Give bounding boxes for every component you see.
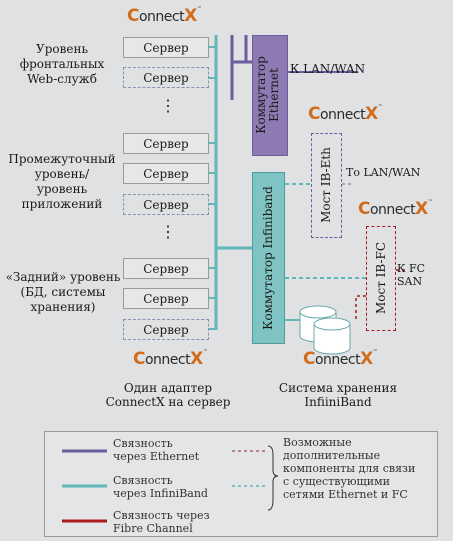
lan-wan-label: К LAN/WAN (290, 62, 366, 76)
server-middle-1: Сервер (123, 133, 209, 154)
connectx-logo-ib-fc: ConnectX™ (358, 199, 433, 219)
infiniband-switch (252, 172, 285, 344)
server-front-1: Сервер (123, 37, 209, 58)
legend-fibre: Связность через Fibre Channel (113, 509, 210, 535)
ellipsis-middle: ⋮ (160, 222, 176, 241)
legend-box (44, 431, 438, 537)
server-middle-3-optional: Сервер (123, 194, 209, 215)
connectx-logo-bottom-left: ConnectX™ (133, 349, 208, 369)
legend-optional: Возможные дополнительные компоненты для … (283, 436, 416, 501)
legend-infiniband: Связность через InfiniBand (113, 474, 208, 500)
ib-fc-bridge (366, 226, 396, 331)
server-back-1: Сервер (123, 258, 209, 279)
server-front-2-optional: Сервер (123, 67, 209, 88)
to-lan-wan-label: То LAN/WAN (346, 166, 421, 179)
server-middle-2: Сервер (123, 163, 209, 184)
server-back-3-optional: Сервер (123, 319, 209, 340)
connectx-logo-ib-eth: ConnectX™ (308, 104, 383, 124)
caption-storage: Система хранения InfiiniBand (278, 381, 398, 409)
fc-san-label: К FC SAN (397, 262, 426, 288)
legend-ethernet: Связность через Ethernet (113, 437, 200, 463)
tier-label-back: «Задний» уровень (БД, системы хранения) (5, 270, 121, 314)
caption-adapter: Один адаптер ConnectX на сервер (105, 381, 231, 409)
server-back-2: Сервер (123, 288, 209, 309)
connectx-logo-bottom-right: ConnectX™ (303, 349, 378, 369)
connectx-logo-top: ConnectX™ (127, 6, 202, 26)
ellipsis-front: ⋮ (160, 96, 176, 115)
storage-cylinders (299, 305, 351, 355)
tier-label-middle: Промежуточный уровень/ уровень приложени… (8, 152, 116, 211)
ib-eth-bridge (311, 133, 342, 238)
ethernet-switch (252, 35, 288, 156)
tier-label-front: Уровень фронтальных Web-служб (19, 42, 105, 86)
